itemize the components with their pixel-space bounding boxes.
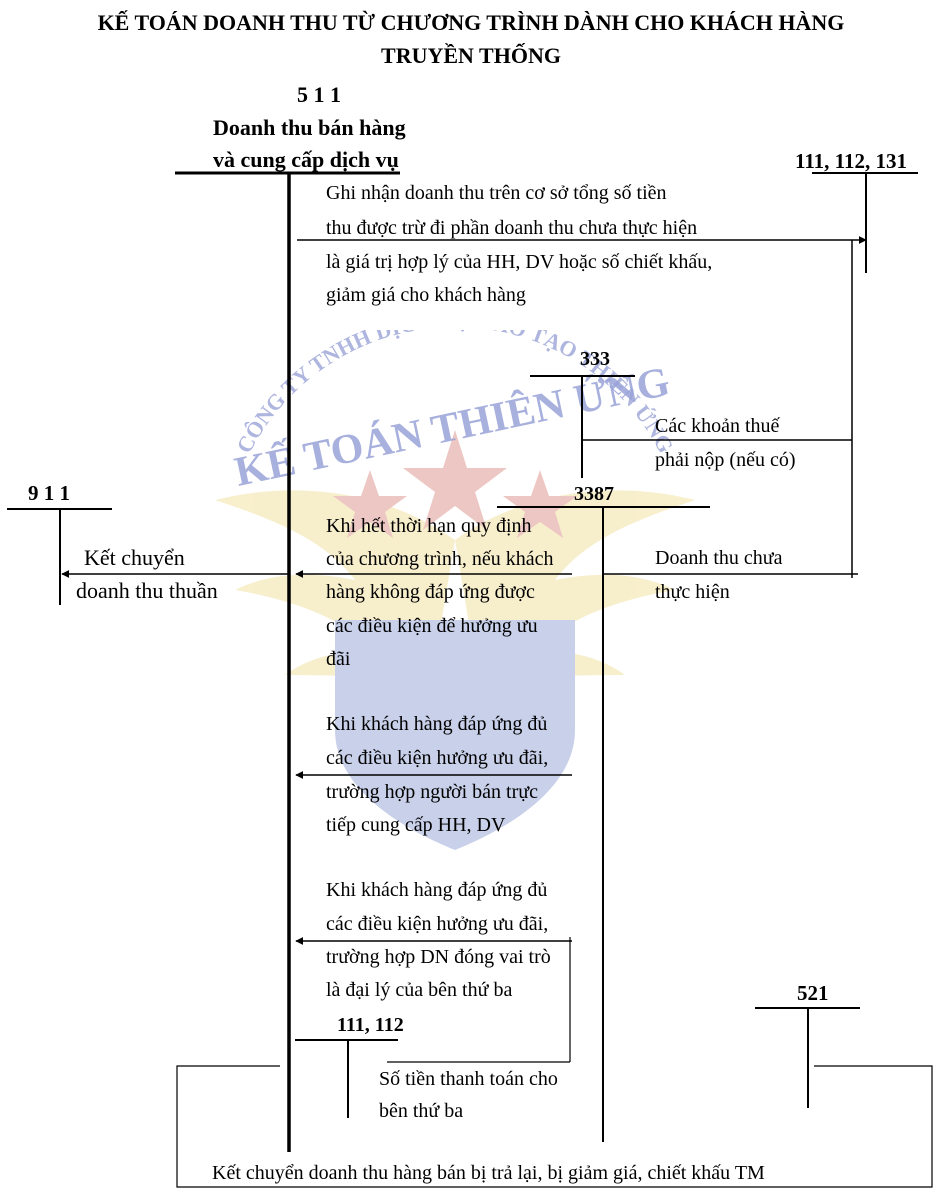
revenue-recognition-line3: là giá trị hợp lý của HH, DV hoặc số chi… (326, 251, 713, 273)
direct-supply-line1: Khi khách hàng đáp ứng đủ (326, 713, 548, 735)
expiry-line5: đãi (326, 648, 351, 670)
account-911-code: 9 1 1 (28, 481, 70, 505)
diagram-title-line1: KẾ TOÁN DOANH THU TỪ CHƯƠNG TRÌNH DÀNH C… (97, 10, 845, 35)
direct-supply-line2: các điều kiện hưởng ưu đãi, (326, 747, 549, 769)
left-wing-icon (215, 490, 455, 676)
star-icon (333, 470, 407, 538)
taxes-line2: phải nộp (nếu có) (655, 449, 796, 471)
watermark-logo: CÔNG TY TNHH DỊCH VỤ ĐÀO TẠO THIÊN ỨNG K… (215, 330, 695, 850)
account-521-code: 521 (797, 981, 829, 1005)
account-111-112-code: 111, 112 (337, 1014, 404, 1036)
revenue-recognition-line1: Ghi nhận doanh thu trên cơ sở tổng số ti… (326, 182, 667, 204)
account-111-112-131-code: 111, 112, 131 (795, 149, 908, 173)
shield-icon (335, 620, 575, 850)
returns-transfer-text: Kết chuyển doanh thu hàng bán bị trả lại… (212, 1162, 765, 1184)
agent-line1: Khi khách hàng đáp ứng đủ (326, 879, 548, 901)
expiry-line3: hàng không đáp ứng được (326, 581, 535, 603)
account-511-code: 5 1 1 (297, 82, 341, 107)
agent-line3: trường hợp DN đóng vai trò (326, 946, 551, 968)
account-511-name-line1: Doanh thu bán hàng (213, 115, 406, 140)
unearned-line1: Doanh thu chưa (655, 547, 783, 569)
transfer-net-line2: doanh thu thuần (76, 578, 218, 603)
expiry-line4: các điều kiện để hưởng ưu (326, 615, 538, 637)
account-3387-code: 3387 (574, 483, 614, 505)
direct-supply-line3: trường hợp người bán trực (326, 781, 538, 803)
account-511-name-line2: và cung cấp dịch vụ (213, 147, 399, 172)
expiry-line2: của chương trình, nếu khách (326, 548, 554, 570)
star-icon (403, 430, 507, 530)
returns-transfer-connector (176, 1065, 933, 1188)
agent-line2: các điều kiện hưởng ưu đãi, (326, 913, 549, 935)
account-333-code: 333 (580, 348, 610, 370)
transfer-net-line1: Kết chuyển (84, 545, 185, 570)
third-party-payment-line1: Số tiền thanh toán cho (379, 1068, 558, 1090)
unearned-line2: thực hiện (655, 581, 730, 603)
revenue-recognition-line2: thu được trừ đi phần doanh thu chưa thực… (326, 217, 698, 239)
agent-line4: là đại lý của bên thứ ba (326, 979, 513, 1001)
revenue-recognition-line4: giảm giá cho khách hàng (326, 284, 526, 306)
right-wing-icon (455, 490, 695, 676)
star-icon (503, 470, 577, 538)
direct-supply-line4: tiếp cung cấp HH, DV (326, 814, 506, 836)
taxes-line1: Các khoản thuế (655, 415, 780, 437)
expiry-line1: Khi hết thời hạn quy định (326, 515, 532, 537)
diagram-title-line2: TRUYỀN THỐNG (381, 43, 561, 68)
third-party-payment-line2: bên thứ ba (379, 1100, 464, 1122)
